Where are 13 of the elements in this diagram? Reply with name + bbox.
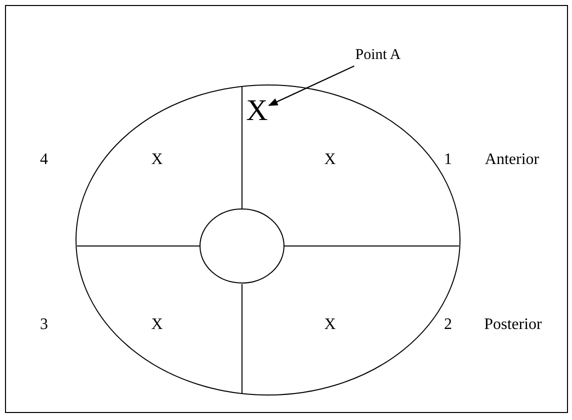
quadrant-label: 1 bbox=[444, 152, 452, 168]
callout-label: Point A bbox=[355, 48, 401, 62]
quadrant-label: X bbox=[324, 317, 336, 333]
quadrant-label: Anterior bbox=[484, 152, 540, 168]
quadrant-label: 3 bbox=[40, 317, 48, 333]
point-marker: X bbox=[246, 96, 268, 126]
quadrant-label: 2 bbox=[444, 317, 452, 333]
quadrant-label: X bbox=[151, 152, 163, 168]
arrow bbox=[268, 65, 354, 106]
quadrant-label: X bbox=[324, 152, 336, 168]
quadrant-label: Posterior bbox=[484, 317, 542, 333]
quadrant-label: X bbox=[151, 317, 163, 333]
quadrant-label: 4 bbox=[40, 152, 48, 168]
